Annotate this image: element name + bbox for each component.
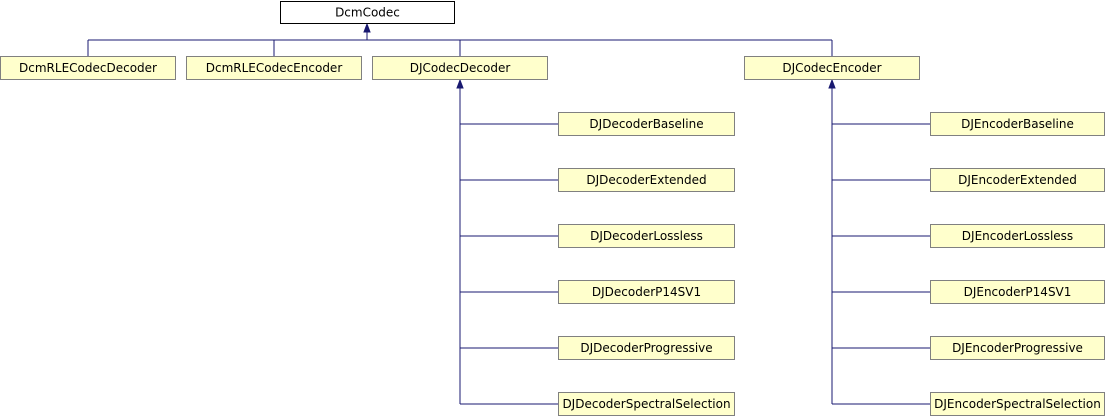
node-djdecoderbaseline[interactable]: DJDecoderBaseline — [558, 112, 735, 136]
node-label: DJEncoderBaseline — [961, 117, 1074, 131]
node-label: DJEncoderSpectralSelection — [934, 397, 1101, 411]
node-dcmcodec[interactable]: DcmCodec — [280, 1, 455, 24]
arrow-dcmcodec — [363, 22, 371, 33]
node-label: DJCodecEncoder — [782, 61, 881, 75]
node-djdecoderspectralselection[interactable]: DJDecoderSpectralSelection — [558, 392, 735, 416]
node-label: DcmRLECodecDecoder — [19, 61, 157, 75]
node-djdecoderlossless[interactable]: DJDecoderLossless — [558, 224, 735, 248]
arrow-djcodecdecoder — [456, 78, 464, 89]
node-label: DJDecoderExtended — [586, 173, 706, 187]
node-label: DJEncoderP14SV1 — [964, 285, 1072, 299]
node-dcmrlecodecdecoder[interactable]: DcmRLECodecDecoder — [0, 56, 176, 80]
edges-djcodecdecoder — [456, 78, 558, 405]
node-djencoderprogressive[interactable]: DJEncoderProgressive — [930, 336, 1105, 360]
edges-djcodecencoder — [828, 78, 930, 405]
node-label: DJCodecDecoder — [410, 61, 511, 75]
node-djencoderspectralselection[interactable]: DJEncoderSpectralSelection — [930, 392, 1105, 416]
node-djdecoderp14sv1[interactable]: DJDecoderP14SV1 — [558, 280, 735, 304]
node-label: DJDecoderP14SV1 — [592, 285, 701, 299]
node-label: DcmCodec — [335, 6, 400, 20]
node-djcodecencoder[interactable]: DJCodecEncoder — [744, 56, 920, 80]
node-label: DJDecoderSpectralSelection — [562, 397, 730, 411]
node-label: DcmRLECodecEncoder — [206, 61, 343, 75]
node-label: DJEncoderLossless — [962, 229, 1073, 243]
node-dcmrlecodecencoder[interactable]: DcmRLECodecEncoder — [186, 56, 362, 80]
node-djencoderlossless[interactable]: DJEncoderLossless — [930, 224, 1105, 248]
node-djencoderextended[interactable]: DJEncoderExtended — [930, 168, 1105, 192]
node-label: DJDecoderProgressive — [580, 341, 712, 355]
node-djdecoderprogressive[interactable]: DJDecoderProgressive — [558, 336, 735, 360]
node-djcodecdecoder[interactable]: DJCodecDecoder — [372, 56, 548, 80]
node-label: DJEncoderExtended — [958, 173, 1077, 187]
node-label: DJDecoderBaseline — [589, 117, 703, 131]
node-djdecoderextended[interactable]: DJDecoderExtended — [558, 168, 735, 192]
node-label: DJEncoderProgressive — [952, 341, 1083, 355]
node-djencoderp14sv1[interactable]: DJEncoderP14SV1 — [930, 280, 1105, 304]
node-label: DJDecoderLossless — [590, 229, 703, 243]
node-djencoderbaseline[interactable]: DJEncoderBaseline — [930, 112, 1105, 136]
arrow-djcodecencoder — [828, 78, 836, 89]
edges-dcmcodec — [87, 22, 833, 56]
